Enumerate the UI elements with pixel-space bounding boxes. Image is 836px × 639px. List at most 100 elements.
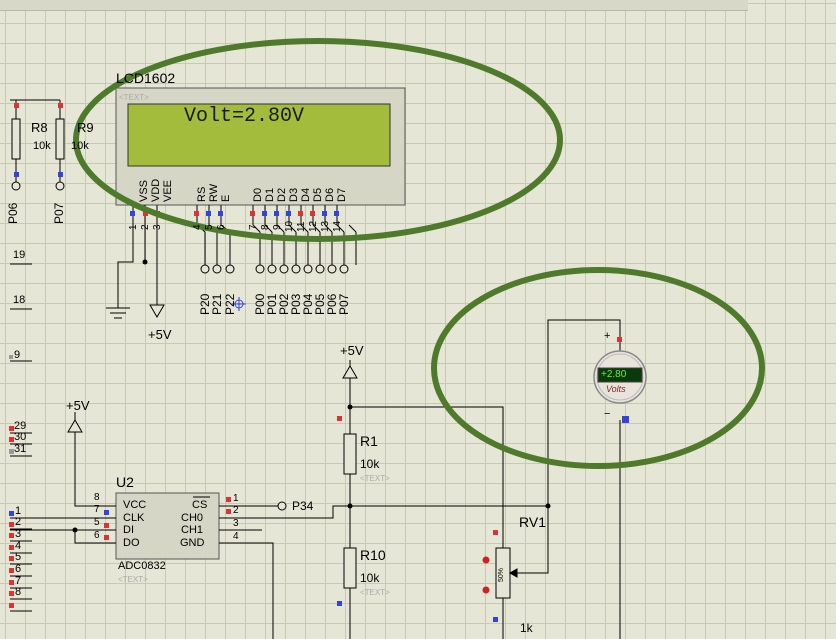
- lcd-pin-num-6: 6: [216, 224, 227, 230]
- net-label-left-p07: P07: [52, 202, 66, 224]
- left-connector-pins: [9, 263, 32, 612]
- voltmeter-minus: −: [604, 408, 611, 420]
- left-pin-31: 31: [14, 443, 27, 455]
- lcd-pin-rw: RW: [208, 183, 220, 202]
- lcd-pin-d7: D7: [336, 187, 348, 202]
- lcd-pin-d5: D5: [312, 187, 324, 202]
- r10-value: 10k: [360, 571, 380, 585]
- r10-name: R10: [360, 547, 386, 563]
- lcd-pin-num-7: 7: [248, 224, 259, 230]
- lcd-pin-num-4: 4: [192, 224, 203, 230]
- lcd-pin-num-1: 1: [128, 224, 139, 230]
- adc-pin-ch0: CH0: [181, 512, 204, 524]
- adc-pin-markers: [104, 497, 231, 540]
- lcd-pin-e: E: [220, 194, 232, 202]
- left-pin-1: 1: [15, 505, 22, 517]
- adc-pin-cs: CS: [192, 499, 208, 511]
- adc-pin-di: DI: [123, 524, 134, 536]
- r9-name: R9: [77, 120, 94, 135]
- lcd-pin-num-5: 5: [204, 224, 215, 230]
- pot-percent: 50%: [498, 567, 505, 582]
- adc-pin-num-6: 6: [94, 530, 100, 541]
- adc-pin-num-8: 8: [94, 492, 100, 503]
- meter-highlight-ellipse: [431, 267, 765, 469]
- r9-value: 10k: [71, 140, 89, 152]
- adc-pin-do: DO: [123, 537, 140, 549]
- left-pin-19: 19: [13, 249, 26, 261]
- lcd-name: LCD1602: [116, 70, 176, 86]
- r8-value: 10k: [33, 140, 51, 152]
- adc-placeholder: <TEXT>: [118, 575, 148, 584]
- voltmeter-unit: Volts: [606, 384, 626, 394]
- adc-pin-vcc: VCC: [123, 499, 147, 511]
- adc-wiring: [10, 412, 548, 639]
- adc-pin-num-7: 7: [94, 504, 100, 515]
- pot-value: 1k: [520, 621, 533, 635]
- lcd-pin-num-13: 13: [320, 220, 331, 232]
- net-label-p22: P22: [223, 293, 237, 315]
- lcd-power-label: +5V: [148, 327, 172, 342]
- r1-value: 10k: [360, 457, 380, 471]
- voltmeter-body: [593, 350, 647, 404]
- left-pin-3: 3: [15, 528, 22, 540]
- left-pin-4: 4: [15, 540, 22, 552]
- lcd-pin-num-10: 10: [284, 220, 295, 232]
- lcd-pin-num-12: 12: [308, 220, 319, 232]
- net-label-p21: P21: [210, 293, 224, 315]
- left-pin-18: 18: [13, 294, 26, 306]
- lcd-pin-num-11: 11: [296, 221, 307, 232]
- lcd-power-wires: [106, 225, 165, 319]
- lcd-pin-num-3: 3: [152, 224, 163, 230]
- lcd-highlight-ellipse: [73, 38, 563, 242]
- lcd-pin-d0: D0: [252, 187, 264, 202]
- lcd-text-placeholder: <TEXT>: [119, 93, 149, 102]
- lcd-pin-num-9: 9: [272, 224, 283, 230]
- adc-pin-num-1: 1: [233, 493, 239, 504]
- lcd-terminals: [200, 264, 349, 274]
- lcd-display-text: Volt=2.80V: [184, 105, 305, 128]
- lcd-pin-num-8: 8: [260, 224, 271, 230]
- voltmeter-reading: +2.80: [601, 369, 627, 380]
- lcd-pin-vss: VSS: [138, 179, 150, 202]
- r1-r10-wiring: [342, 360, 504, 639]
- crosshair-marker: [232, 297, 246, 311]
- top-toolbar-strip: [0, 0, 748, 11]
- r1-placeholder: <TEXT>: [360, 474, 390, 483]
- voltmeter-plus: +: [604, 330, 611, 342]
- lcd-pin-d1: D1: [264, 187, 276, 202]
- adc-pin-num-5: 5: [94, 517, 100, 528]
- pot-wiring: [495, 319, 621, 639]
- lcd-pin-d4: D4: [300, 187, 312, 202]
- lcd-pin-d2: D2: [276, 187, 288, 202]
- adc-pin-gnd: GND: [180, 537, 205, 549]
- left-pin-9: 9: [14, 349, 21, 361]
- left-pin-6: 6: [15, 563, 22, 575]
- lcd-pin-d3: D3: [288, 187, 300, 202]
- lcd-pin-rs: RS: [196, 186, 208, 202]
- r1-power-label: +5V: [340, 343, 364, 358]
- adc-power-label: +5V: [66, 398, 90, 413]
- left-pin-7: 7: [15, 575, 22, 587]
- lcd-pin-num-2: 2: [140, 224, 151, 230]
- adc-pin-clk: CLK: [123, 512, 145, 524]
- lcd-pin-vdd: VDD: [150, 178, 162, 202]
- adc-part: ADC0832: [118, 560, 166, 572]
- left-pin-2: 2: [15, 516, 22, 528]
- left-pin-8: 8: [15, 586, 22, 598]
- net-label-p07: P07: [337, 293, 351, 315]
- pot-name: RV1: [519, 514, 546, 530]
- adc-pin-num-2: 2: [233, 505, 239, 516]
- r8-name: R8: [31, 120, 48, 135]
- adc-pin-num-4: 4: [233, 531, 239, 542]
- cs-net-label: P34: [292, 499, 314, 513]
- lcd-pin-num-14: 14: [332, 220, 343, 232]
- left-pin-30: 30: [14, 431, 27, 443]
- left-resistors: [10, 99, 65, 191]
- r10-placeholder: <TEXT>: [360, 588, 390, 597]
- left-pin-29: 29: [14, 420, 27, 432]
- adc-ref: U2: [116, 474, 134, 490]
- adc-pin-ch1: CH1: [181, 524, 204, 536]
- adc-pin-num-3: 3: [233, 518, 239, 529]
